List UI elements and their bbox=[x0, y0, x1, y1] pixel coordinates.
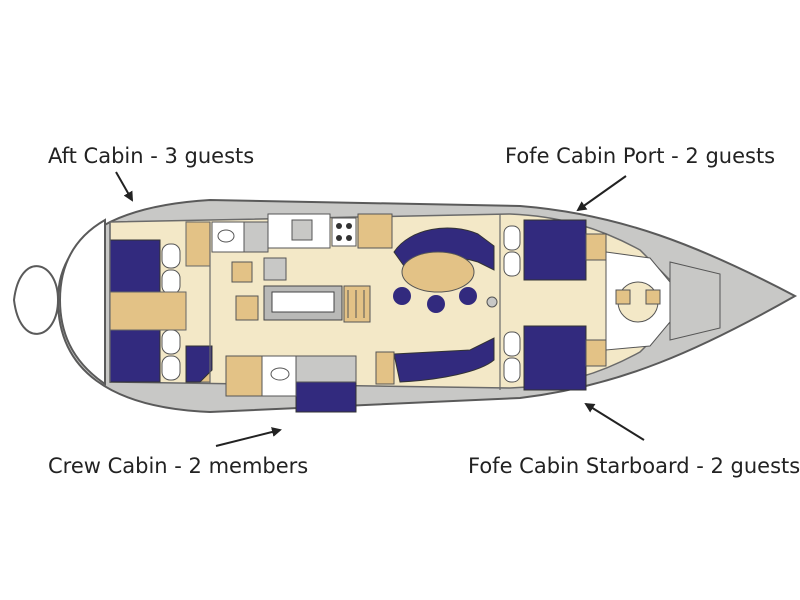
burner-icon bbox=[336, 235, 342, 241]
fore-cabin-starboard-berth bbox=[523, 325, 587, 391]
galley-box-3 bbox=[235, 295, 259, 321]
aft-cabin-pillow-2 bbox=[161, 269, 181, 295]
fore-port-arrow bbox=[576, 175, 627, 212]
aft-cabin-berth-top bbox=[109, 239, 161, 293]
burner-icon bbox=[346, 223, 352, 229]
nav-station-top bbox=[357, 213, 393, 249]
fore-pillow-1 bbox=[503, 225, 521, 251]
burner-icon bbox=[336, 223, 342, 229]
fore-pillow-4 bbox=[503, 357, 521, 383]
fore-cabin-port-berth bbox=[523, 219, 587, 281]
chart-table-inner bbox=[271, 291, 335, 313]
stern-edge bbox=[12, 265, 59, 335]
fore-starboard-arrow bbox=[584, 402, 645, 441]
galley-box-2 bbox=[263, 257, 287, 281]
salon-sofa-starboard bbox=[393, 337, 495, 383]
head-top-2 bbox=[243, 221, 269, 253]
salon-stool-2 bbox=[427, 295, 445, 313]
bow-locker bbox=[669, 261, 721, 341]
fore-cabin-port-label: Fofe Cabin Port - 2 guests bbox=[505, 144, 776, 168]
fore-head-box-1 bbox=[615, 289, 631, 305]
toilet-icon bbox=[217, 229, 235, 243]
galley-sink bbox=[291, 219, 313, 241]
aft-cabin-label: Aft Cabin - 3 guests bbox=[48, 144, 255, 168]
fore-head-box-2 bbox=[645, 289, 661, 305]
crew-cabin-label: Crew Cabin - 2 members bbox=[48, 454, 309, 478]
galley-box-1 bbox=[231, 261, 253, 283]
aft-cabin-sofa bbox=[185, 345, 213, 383]
aft-cabin-pillow-3 bbox=[161, 329, 181, 355]
crew-cabin-berth bbox=[295, 381, 357, 413]
burner-icon bbox=[346, 235, 352, 241]
stern-transom bbox=[58, 218, 106, 386]
aft-cabin-arrow bbox=[115, 171, 133, 202]
fore-pillow-2 bbox=[503, 251, 521, 277]
salon-side-cabinet bbox=[375, 351, 395, 385]
engine-box bbox=[295, 355, 357, 383]
aft-cabin-berth-bottom bbox=[109, 329, 161, 383]
salon-stool-3 bbox=[459, 287, 477, 305]
toilet-icon bbox=[270, 367, 290, 381]
aft-cabin-wood-frame-top bbox=[185, 221, 211, 267]
crew-cabin-arrow bbox=[215, 427, 282, 447]
aft-cabin-wood-center bbox=[109, 291, 187, 331]
mast-icon bbox=[486, 296, 498, 308]
fore-cabin-starboard-label: Fofe Cabin Starboard - 2 guests bbox=[468, 454, 800, 478]
fore-wood-bottom bbox=[585, 339, 607, 367]
stove bbox=[331, 217, 357, 247]
aft-cabin-pillow-4 bbox=[161, 355, 181, 381]
aft-cabin-pillow-1 bbox=[161, 243, 181, 269]
salon-stool-1 bbox=[393, 287, 411, 305]
fore-pillow-3 bbox=[503, 331, 521, 357]
salon-table bbox=[401, 251, 475, 293]
fore-wood-top bbox=[585, 233, 607, 261]
crew-storage bbox=[225, 355, 263, 397]
